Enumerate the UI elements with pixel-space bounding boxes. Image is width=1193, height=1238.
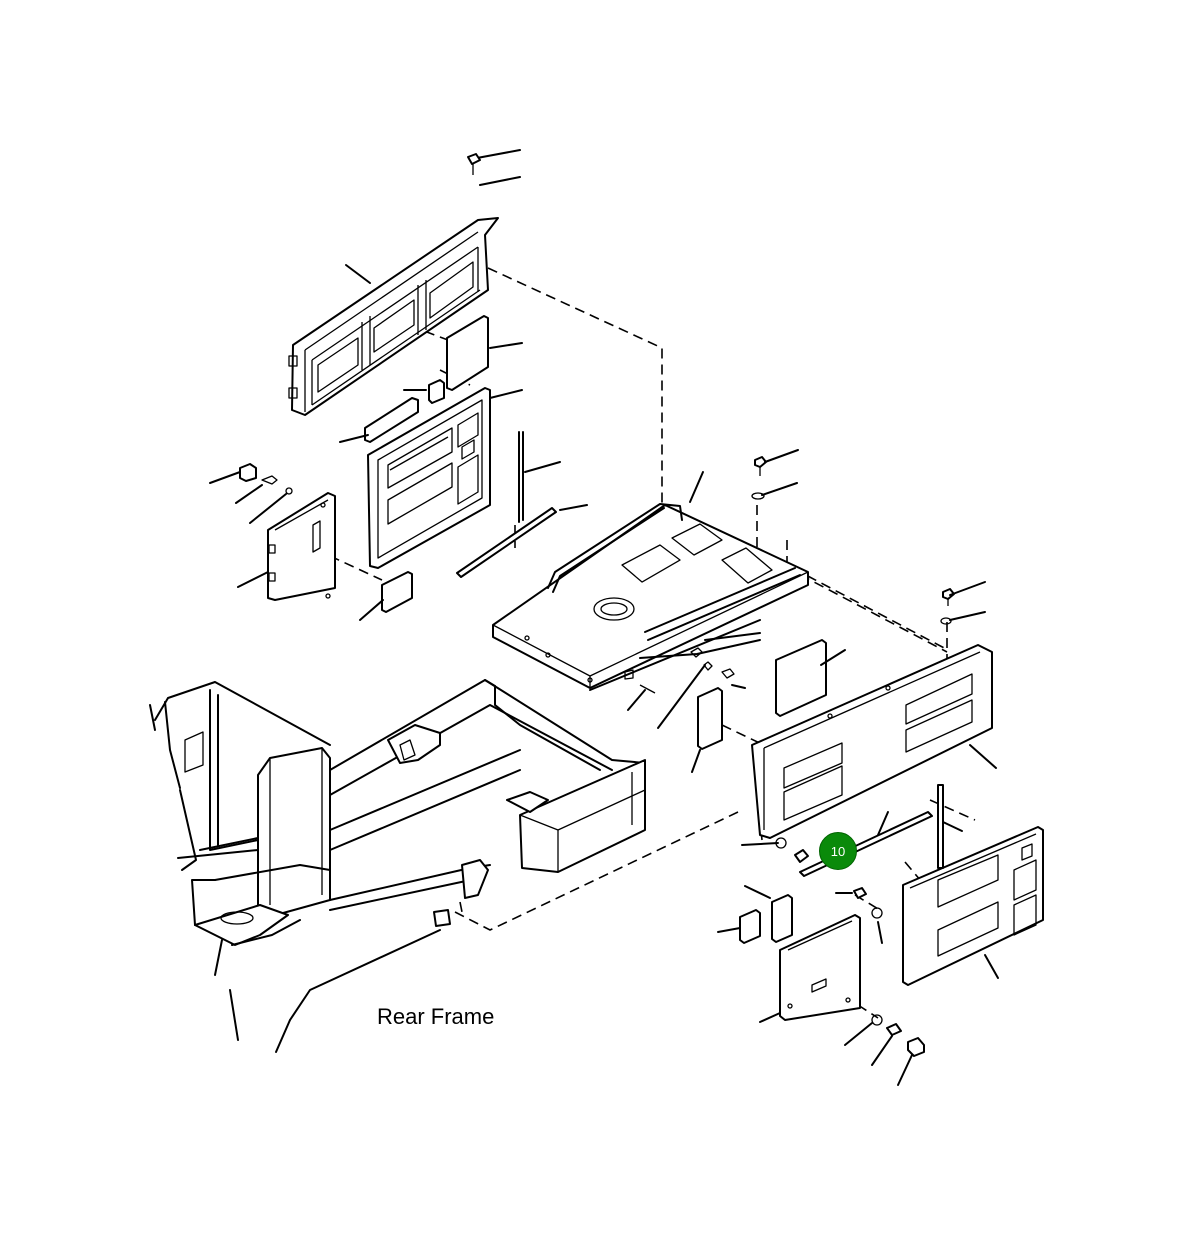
lower-side-door [779, 914, 861, 1021]
top-grille-frame [288, 217, 499, 416]
right-lower-side-panel [902, 826, 1044, 986]
top-cover-plate [492, 503, 809, 689]
right-upper-vent-pad [775, 639, 827, 717]
rear-frame [149, 679, 646, 1041]
left-door-fasteners [239, 463, 293, 495]
middle-grille-frame [367, 387, 491, 569]
left-filter-pad [381, 571, 413, 613]
part-callout-10[interactable]: 10 [819, 832, 857, 870]
left-side-door [267, 492, 336, 601]
right-upper-small-pad [697, 687, 723, 750]
top-filter-panel [364, 315, 489, 443]
cover-latch-rod [639, 639, 761, 659]
cover-bolts [624, 456, 767, 694]
support-rods [456, 431, 557, 578]
right-upper-side-panel [751, 644, 993, 839]
lower-door-pad-a [739, 909, 761, 944]
part-leader-lines [209, 149, 999, 1086]
rear-frame-label: Rear Frame [377, 1004, 495, 1029]
upper-panel-bolts [940, 588, 955, 625]
lower-door-pad-b [771, 894, 793, 943]
